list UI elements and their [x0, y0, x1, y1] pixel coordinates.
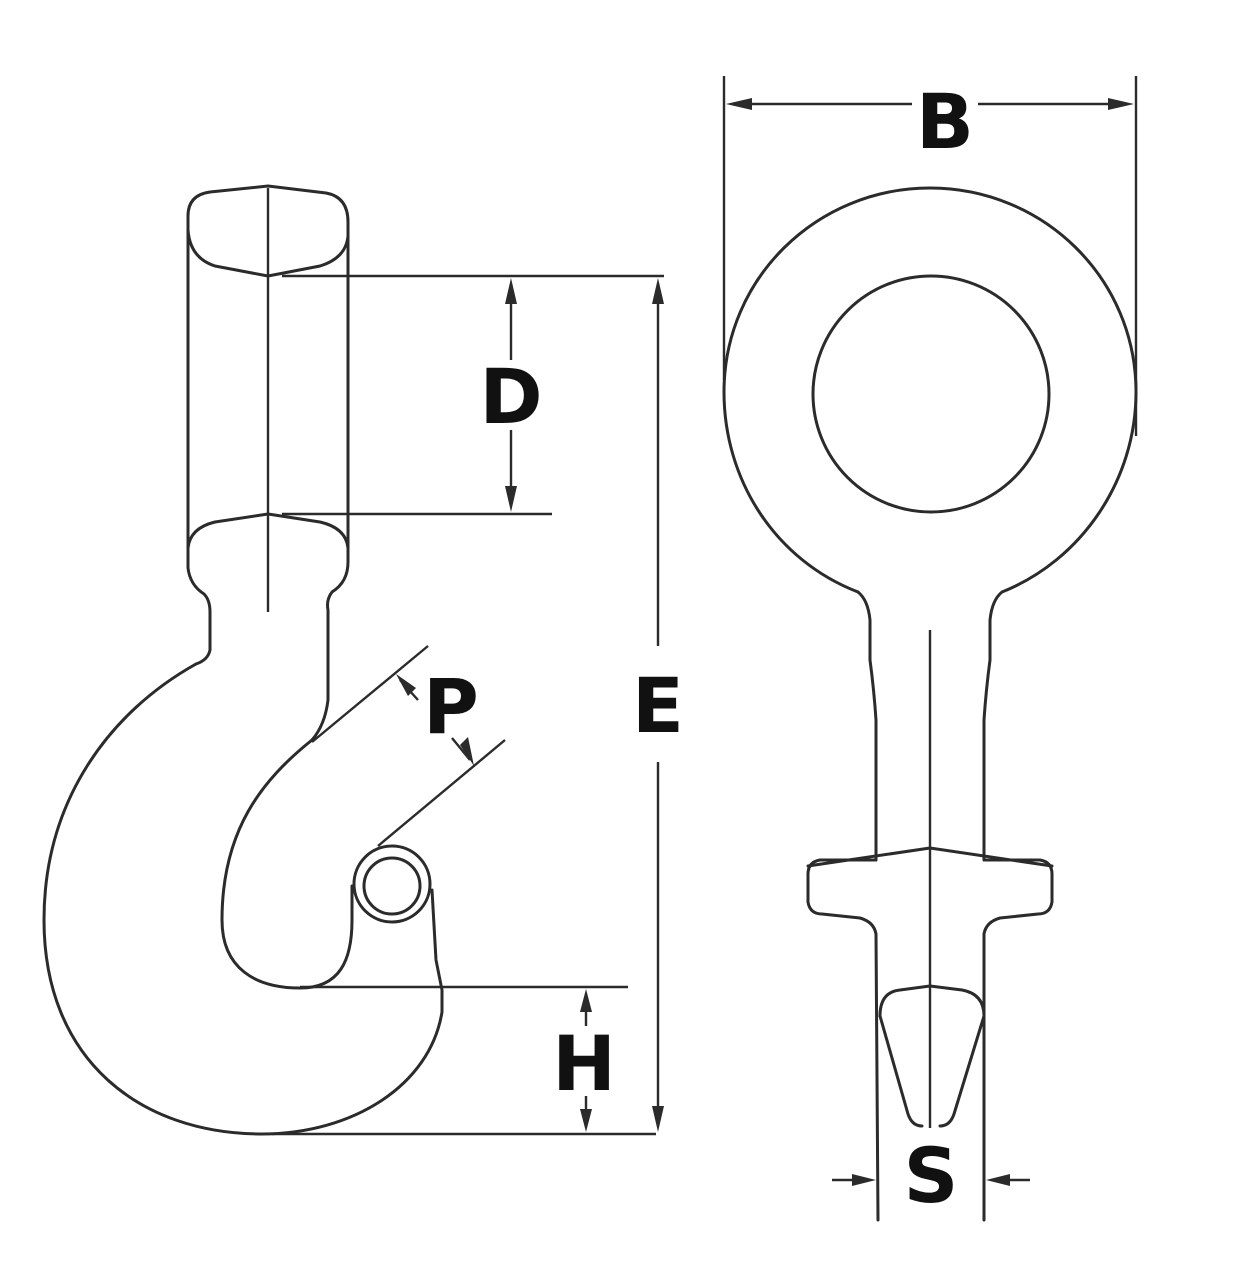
- hook-front-view: [722, 186, 1138, 1222]
- dim-p-label: P: [423, 662, 479, 751]
- dim-b-arrow-right: [1108, 98, 1134, 110]
- dimension-d: D: [282, 274, 664, 516]
- dim-s-label: S: [904, 1131, 959, 1220]
- front-crossbar: [806, 858, 878, 936]
- hook-inner-curve: [220, 738, 354, 990]
- front-crossbar-right: [982, 858, 1054, 936]
- latch-edge: [377, 739, 506, 847]
- dim-b-arrow-left: [726, 98, 752, 110]
- dim-d-arrow-bottom: [505, 486, 517, 512]
- front-eye-outer-left: [856, 590, 878, 862]
- dimension-h: H: [300, 985, 628, 1132]
- dim-b-label: B: [916, 77, 974, 166]
- hook-eye-shank-left: [186, 214, 212, 666]
- dimension-p: P: [311, 645, 479, 766]
- dim-s-arrow-right: [986, 1174, 1010, 1186]
- dim-s-arrow-left: [852, 1174, 876, 1186]
- dim-d-arrow-top: [505, 278, 517, 304]
- dimension-e: E: [272, 278, 684, 1136]
- dimension-b: B: [722, 76, 1138, 436]
- front-hook-tip-left: [878, 1014, 924, 1128]
- dim-p-arrow-lower: [460, 737, 474, 766]
- dim-p-extension-upper: [311, 645, 429, 743]
- dim-p-line-b: [451, 737, 471, 761]
- front-eye-inner: [811, 274, 1051, 514]
- dim-e-label: E: [632, 661, 684, 750]
- dim-e-arrow-bottom: [652, 1106, 664, 1132]
- latch-pin-outer: [352, 844, 432, 924]
- dim-h-arrow-bottom: [580, 1109, 592, 1132]
- front-eye-outer: [722, 186, 1138, 862]
- dim-p-arrow-upper: [396, 674, 416, 696]
- hook-outer-curve: [42, 662, 444, 1136]
- dim-h-arrow-top: [580, 989, 592, 1012]
- front-crossbar-top: [806, 846, 1054, 868]
- dim-e-arrow-top: [652, 278, 664, 304]
- dimension-s: S: [832, 1131, 1030, 1220]
- dim-d-label: D: [479, 352, 542, 441]
- front-hook-tip: [878, 984, 986, 1128]
- dim-h-label: H: [552, 1019, 616, 1108]
- hook-side-view: [42, 184, 506, 1136]
- hook-eye-shank: [186, 184, 350, 742]
- latch-pin-inner: [362, 856, 422, 916]
- front-lower-shank-left: [874, 932, 880, 1222]
